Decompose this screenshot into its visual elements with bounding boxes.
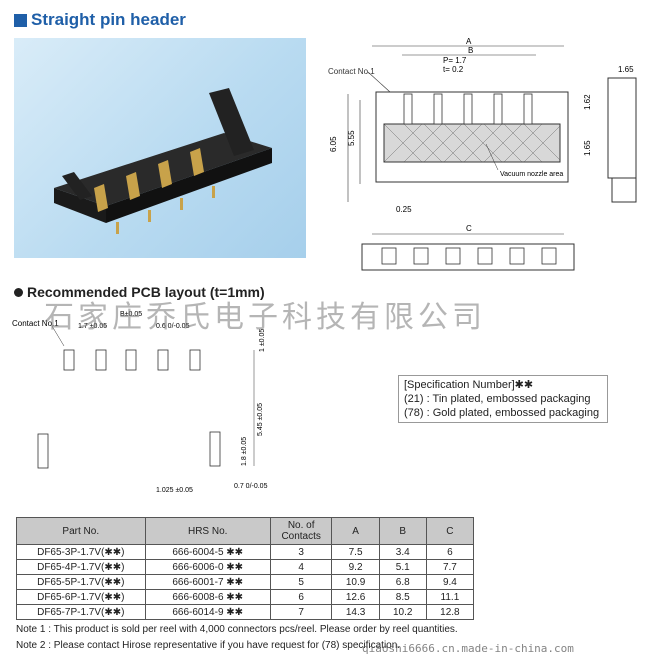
cell-c: 11.1 (425, 589, 475, 605)
dim-a-label: A (466, 37, 472, 46)
cell-contacts: 6 (269, 589, 333, 605)
cell-a: 10.9 (331, 574, 380, 590)
section-title-text: Straight pin header (31, 10, 186, 29)
cell-c: 9.4 (425, 574, 475, 590)
cell-part-no: DF65-5P-1.7V(✱✱) (16, 574, 146, 590)
spec-line-21: (21) : Tin plated, embossed packaging (404, 393, 591, 405)
cell-hrs-no: 666-6014-9 ✱✱ (144, 604, 271, 620)
dim-165h-label: 1.65 (618, 65, 634, 74)
pcb-contact-label: Contact No.1 (12, 319, 59, 328)
connector-illustration (54, 88, 272, 234)
spec-line-78: (78) : Gold plated, embossed packaging (404, 407, 600, 419)
cell-b: 8.5 (378, 589, 427, 605)
col-contacts: No. of Contacts (269, 517, 333, 545)
dim-c-label: C (466, 224, 472, 233)
cell-b: 6.8 (378, 574, 427, 590)
cell-part-no: DF65-3P-1.7V(✱✱) (16, 544, 146, 560)
cell-part-no: DF65-7P-1.7V(✱✱) (16, 604, 146, 620)
col-c: C (425, 517, 475, 545)
cell-c: 6 (425, 544, 475, 560)
cell-part-no: DF65-4P-1.7V(✱✱) (16, 559, 146, 575)
pcb-545-label: 5.45 ±0.05 (257, 403, 264, 436)
cell-c: 7.7 (425, 559, 475, 575)
dim-165v-label: 1.65 (583, 140, 592, 156)
site-watermark: qiaoshi6666.cn.made-in-china.com (362, 642, 574, 655)
cell-a: 9.2 (331, 559, 380, 575)
cell-contacts: 7 (269, 604, 333, 620)
cell-contacts: 4 (269, 559, 333, 575)
pcb-layout-title: Recommended PCB layout (t=1mm) (14, 284, 265, 300)
cell-b: 10.2 (378, 604, 427, 620)
table-row: DF65-5P-1.7V(✱✱) 666-6001-7 ✱✱ 5 10.9 6.… (16, 574, 475, 590)
pcb-layout-drawing: Contact No.1 1.7 ±0.05 B±0.05 0.6 0/-0.0… (12, 311, 268, 494)
watermark-text: 石家庄乔氏电子科技有限公司 (44, 300, 486, 335)
bullet-icon (14, 287, 23, 297)
pcb-layout-title-text: Recommended PCB layout (t=1mm) (27, 284, 265, 300)
cell-a: 12.6 (331, 589, 380, 605)
pcb-1025-label: 1.025 ±0.05 (156, 487, 193, 494)
col-a: A (331, 517, 380, 545)
cell-a: 7.5 (331, 544, 380, 560)
dim-025-label: 0.25 (396, 205, 412, 214)
product-photo (14, 38, 306, 258)
pcb-b-label: B±0.05 (120, 311, 142, 318)
dim-605-label: 6.05 (329, 136, 338, 152)
title-square-icon (14, 13, 27, 27)
pcb-07-label: 0.7 0/-0.05 (234, 483, 268, 490)
pcb-pitch-label: 1.7 ±0.05 (78, 323, 107, 330)
cell-contacts: 3 (269, 544, 333, 560)
table-row: DF65-6P-1.7V(✱✱) 666-6008-6 ✱✱ 6 12.6 8.… (16, 589, 475, 605)
pcb-06-label: 0.6 0/-0.05 (156, 323, 190, 330)
cell-b: 3.4 (378, 544, 427, 560)
note-1: Note 1 : This product is sold per reel w… (16, 624, 458, 635)
cell-part-no: DF65-6P-1.7V(✱✱) (16, 589, 146, 605)
vacuum-label: Vacuum nozzle area (500, 171, 563, 178)
cell-contacts: 5 (269, 574, 333, 590)
cell-a: 14.3 (331, 604, 380, 620)
dim-b-label: B (468, 46, 473, 55)
dim-162-label: 1.62 (583, 94, 592, 110)
table-header-row: Part No. HRS No. No. of Contacts A B C (16, 517, 475, 545)
col-hrs-no: HRS No. (144, 517, 271, 545)
cell-hrs-no: 666-6006-0 ✱✱ (144, 559, 271, 575)
parts-table: Part No. HRS No. No. of Contacts A B C D… (16, 517, 475, 620)
table-row: DF65-4P-1.7V(✱✱) 666-6006-0 ✱✱ 4 9.2 5.1… (16, 559, 475, 575)
dim-p-label: P= 1.7 (443, 56, 467, 65)
cell-hrs-no: 666-6001-7 ✱✱ (144, 574, 271, 590)
cell-hrs-no: 666-6004-5 ✱✱ (144, 544, 271, 560)
dim-555-label: 5.55 (347, 130, 356, 146)
spec-number-box: [Specification Number]✱✱ (21) : Tin plat… (398, 375, 608, 423)
note-2: Note 2 : Please contact Hirose represent… (16, 640, 401, 651)
spec-title: [Specification Number]✱✱ (404, 379, 534, 391)
drawing-contact-label: Contact No.1 (328, 67, 375, 76)
cell-c: 12.8 (425, 604, 475, 620)
dim-t-label: t= 0.2 (443, 65, 464, 74)
cell-b: 5.1 (378, 559, 427, 575)
col-part-no: Part No. (16, 517, 146, 545)
pcb-18-label: 1.8 ±0.05 (241, 437, 248, 466)
table-row: DF65-7P-1.7V(✱✱) 666-6014-9 ✱✱ 7 14.3 10… (16, 604, 475, 620)
cell-hrs-no: 666-6008-6 ✱✱ (144, 589, 271, 605)
pcb-1-label: 1 ±0.05 (259, 329, 266, 352)
col-b: B (378, 517, 427, 545)
section-title: Straight pin header (14, 10, 186, 30)
table-row: DF65-3P-1.7V(✱✱) 666-6004-5 ✱✱ 3 7.5 3.4… (16, 544, 475, 560)
dimension-drawing: Contact No.1 A B P= 1.7 t= 0.2 6.05 5.55… (328, 37, 637, 271)
